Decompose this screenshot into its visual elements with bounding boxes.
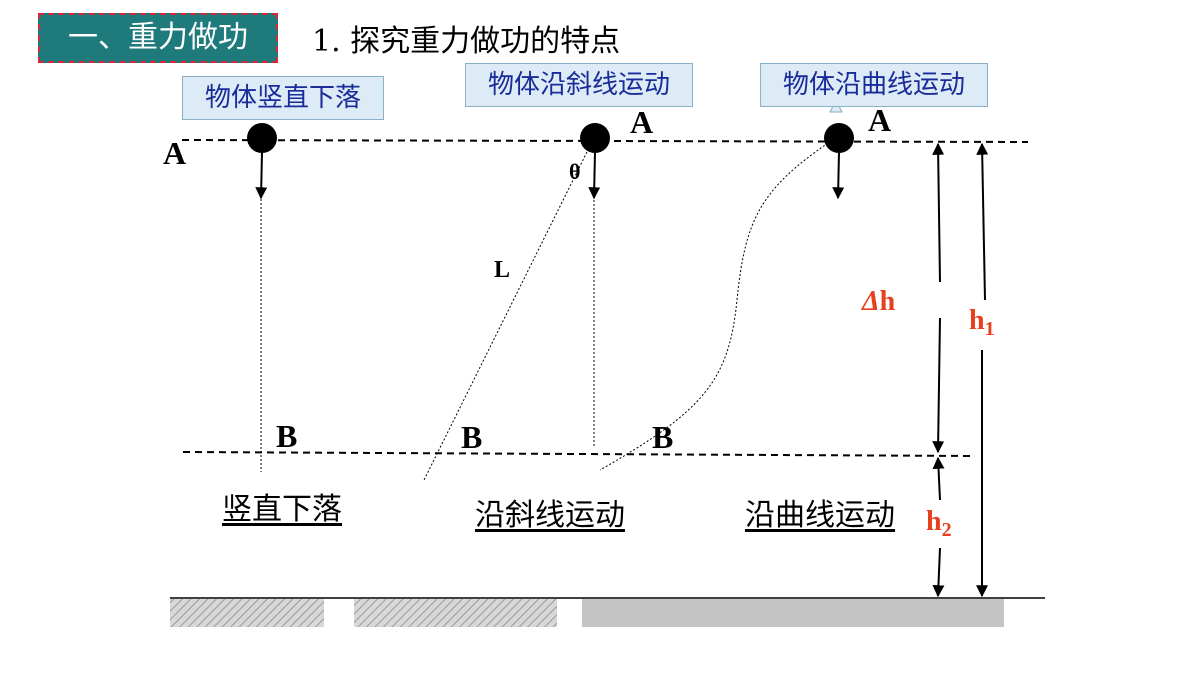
delta-h-arrow-down [932,317,945,454]
gravity-arrow-3 [832,151,845,200]
gravity-arrow-2 [588,151,601,200]
point-a-incline: A [630,104,654,140]
caption-incline-motion: 沿斜线运动 [475,498,625,533]
section-title: 一、重力做功 [38,13,278,63]
ground-block-3 [582,599,1004,627]
point-b-incline: B [461,419,483,455]
h2-arrow-up [932,456,945,501]
callout-curve-motion: 物体沿曲线运动 [760,63,988,107]
ground-hatch-2 [354,599,557,627]
callout-incline-motion: 物体沿斜线运动 [465,63,693,107]
ball-2 [580,123,610,153]
caption-curve-motion: 沿曲线运动 [745,498,895,533]
curve-path [599,142,829,471]
point-b-curve: B [652,419,674,455]
incline-path [423,151,588,481]
point-b-vertical: B [276,418,298,454]
h1-label: h1 [969,305,995,340]
callout-vertical-fall: 物体竖直下落 [182,76,384,120]
h2-label: h2 [926,506,952,541]
delta-h-label: Δh [862,286,896,317]
h1-arrow-up [976,142,989,301]
level-line-b [182,451,976,457]
length-label: L [494,257,511,283]
point-a-vertical: A [163,135,187,171]
delta-h-arrow-up [932,142,945,283]
caption-vertical-fall: 竖直下落 [222,492,342,527]
ball-1 [247,123,277,153]
theta-label: θ [569,159,581,184]
gravity-arrow-1 [255,151,268,200]
h2-arrow-down [932,547,945,598]
point-a-curve: A [868,102,892,138]
page-heading: 1. 探究重力做功的特点 [312,24,621,59]
ball-3 [824,123,854,153]
ground-hatch-1 [170,599,324,627]
